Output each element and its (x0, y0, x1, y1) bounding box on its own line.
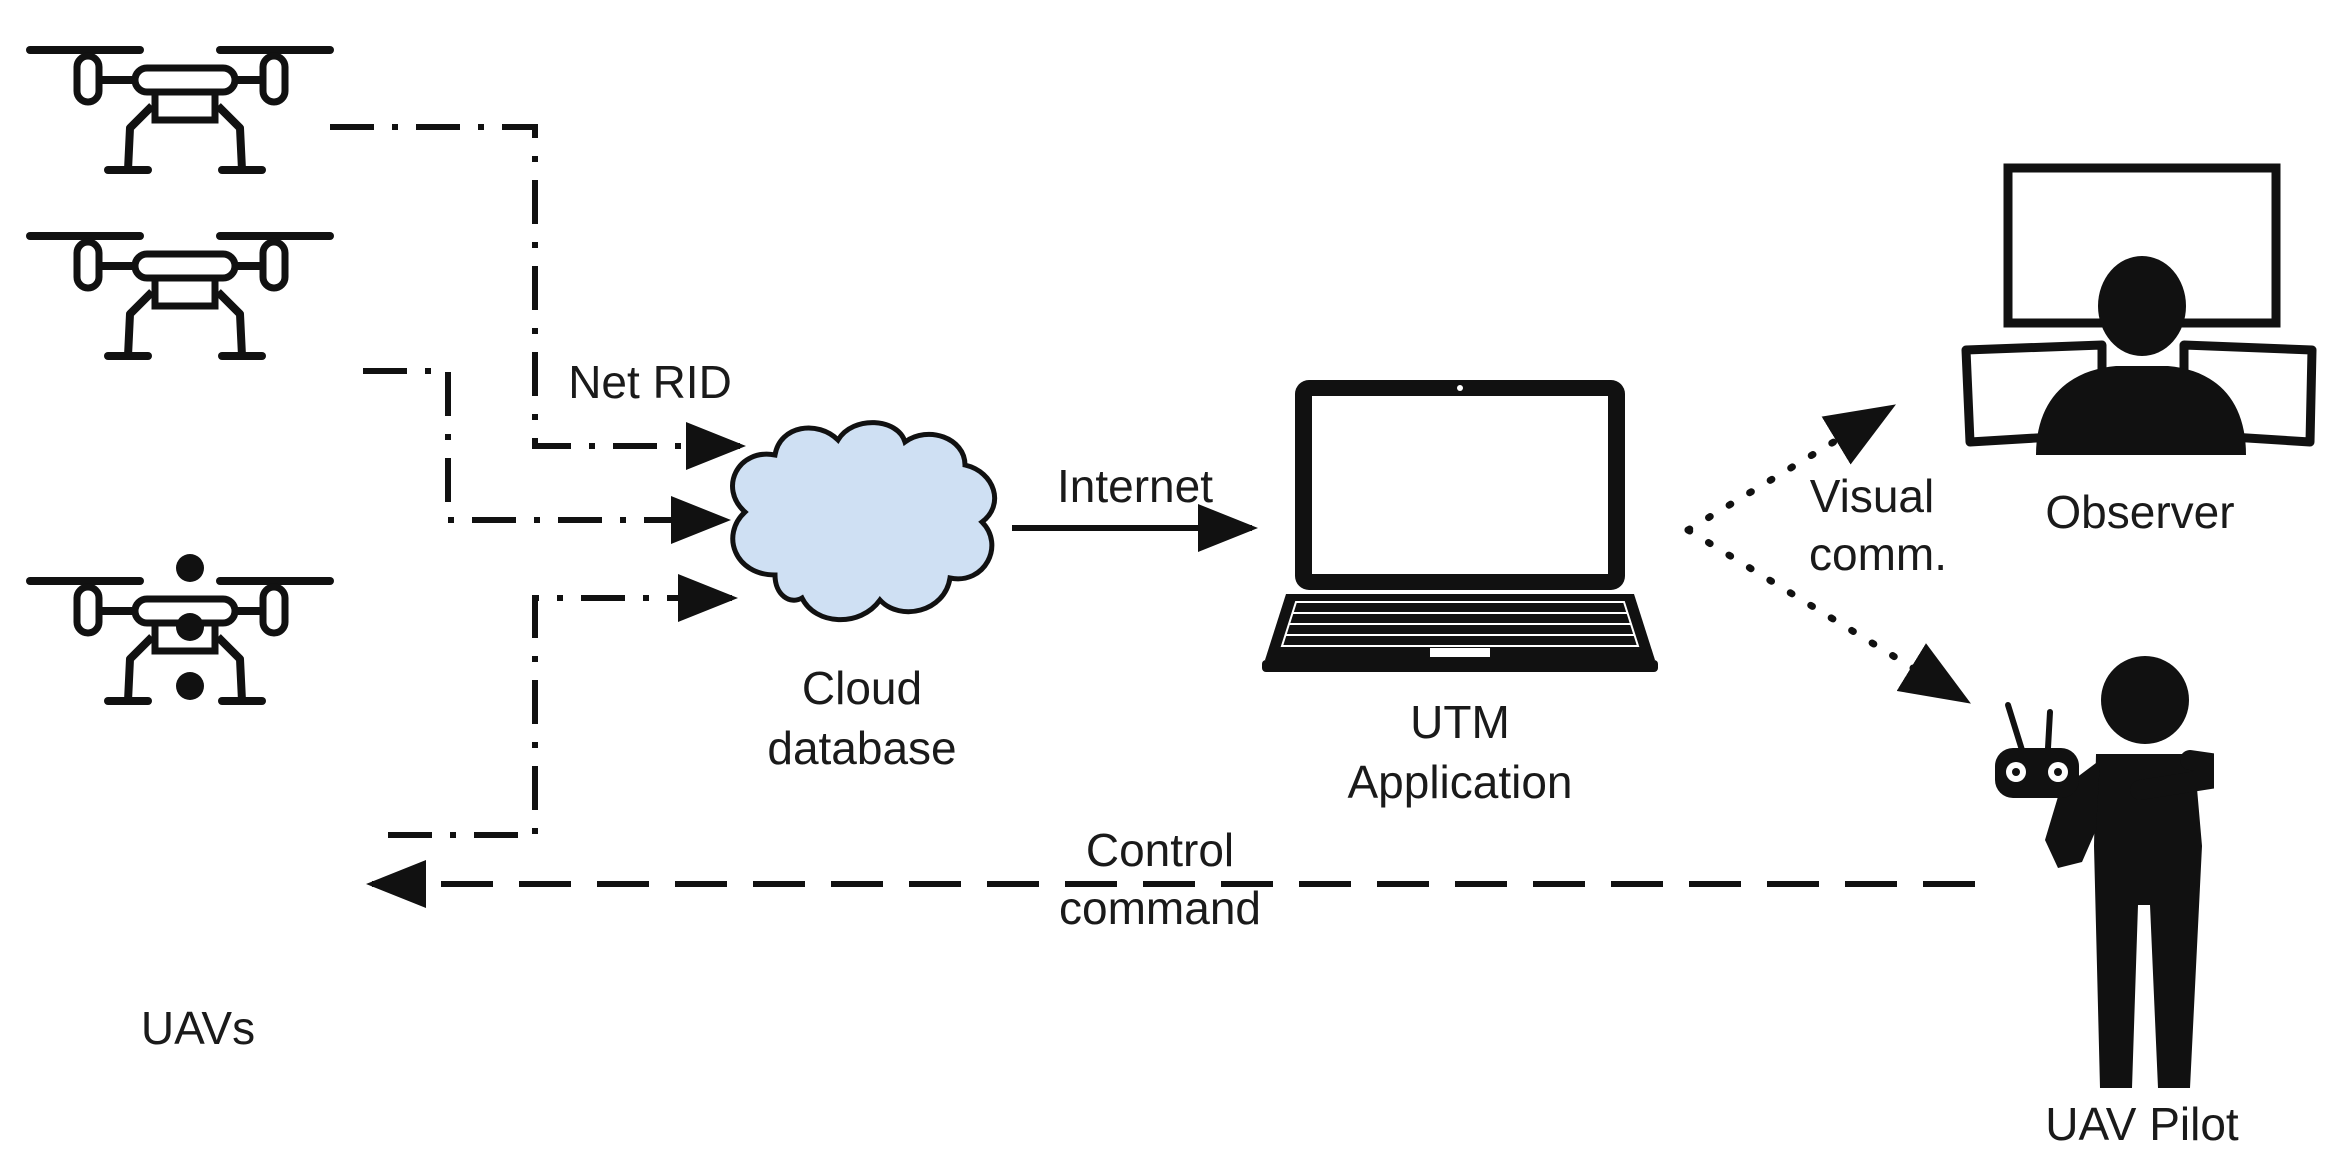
uav-pilot-label: UAV Pilot (2045, 1098, 2239, 1150)
cloud-label-line2: database (767, 722, 956, 774)
observer-label: Observer (2045, 486, 2234, 538)
net-rid-link-2 (363, 368, 731, 544)
net-rid-label: Net RID (568, 356, 732, 408)
drone-1-icon (30, 50, 330, 170)
cloud-icon (730, 420, 998, 623)
internet-label: Internet (1057, 460, 1213, 512)
cloud-label-line1: Cloud (802, 662, 922, 714)
utm-label-line2: Application (1347, 756, 1572, 808)
visual-comm-label-line1: Visual (1810, 470, 1934, 522)
visual-comm-observer-link (1684, 404, 1896, 534)
control-command-label-line1: Control (1086, 824, 1234, 876)
observer-icon (1961, 163, 2317, 455)
utm-label-line1: UTM (1410, 696, 1510, 748)
uavs-label: UAVs (141, 1002, 255, 1054)
net-rid-link-1 (330, 124, 746, 470)
control-command-label-line2: command (1059, 882, 1261, 934)
laptop-icon (1262, 380, 1658, 672)
net-rid-link-3 (388, 574, 738, 838)
pilot-icon (1995, 656, 2214, 1088)
drone-2-icon (30, 236, 330, 356)
ellipsis-dots-icon (176, 554, 204, 700)
visual-comm-label-line2: comm. (1809, 528, 1947, 580)
